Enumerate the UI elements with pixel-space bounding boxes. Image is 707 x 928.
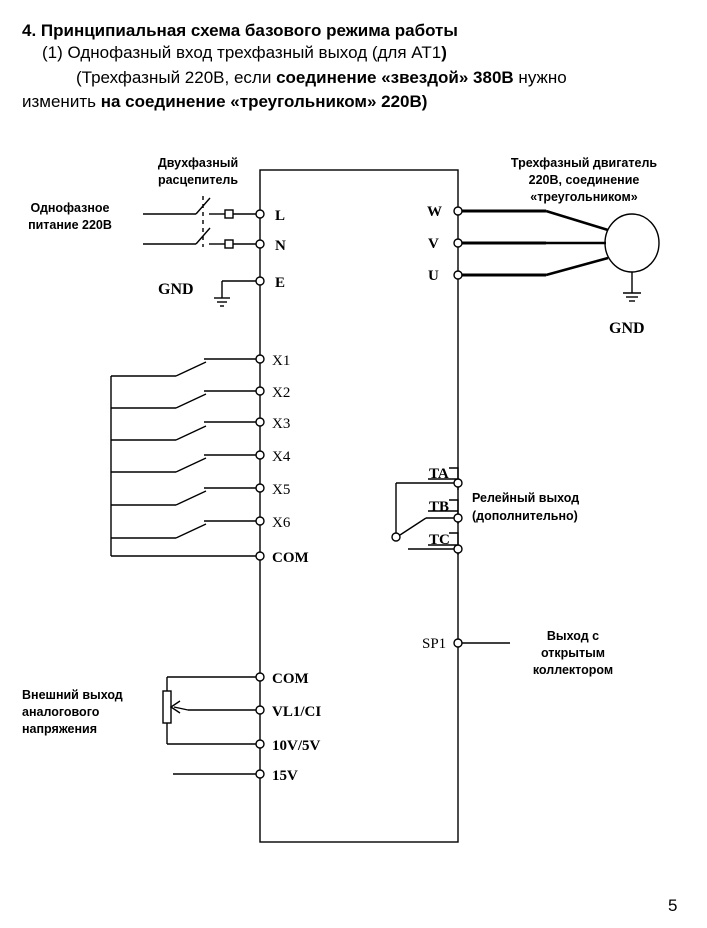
terminal-com-2 xyxy=(255,672,265,682)
terminal-vl1 xyxy=(255,705,265,715)
terminal-label-e: E xyxy=(275,275,285,291)
terminal-label-tb: TB xyxy=(429,499,449,515)
terminal-x5 xyxy=(255,483,265,493)
terminal-label-x3: X3 xyxy=(272,416,290,432)
oc-label-3: коллектором xyxy=(533,663,613,677)
terminal-label-com-1: COM xyxy=(272,550,309,566)
terminal-label-vl1: VL1/CI xyxy=(272,704,321,720)
motor-symbol xyxy=(604,213,660,273)
terminal-label-x2: X2 xyxy=(272,385,290,401)
subsection-paren: ) xyxy=(441,43,447,62)
terminal-tc xyxy=(453,544,463,554)
subsection-text: (1) Однофазный вход трехфазный выход (дл… xyxy=(42,43,442,62)
page-number: 5 xyxy=(668,896,678,915)
terminal-e xyxy=(255,276,265,286)
analog-potentiometer xyxy=(162,676,256,775)
terminal-label-ta: TA xyxy=(429,466,449,482)
terminal-label-l: L xyxy=(275,208,285,224)
terminal-label-sp1: SP1 xyxy=(422,636,446,652)
terminal-label-x6: X6 xyxy=(272,515,291,531)
analog-label-3: напряжения xyxy=(22,722,97,736)
terminal-n xyxy=(255,239,265,249)
terminal-sp1 xyxy=(453,638,463,648)
breaker-contact-l xyxy=(224,209,234,219)
oc-label-2: открытым xyxy=(541,646,605,660)
terminal-ta xyxy=(453,478,463,488)
terminal-tb xyxy=(453,513,463,523)
terminal-x1 xyxy=(255,354,265,364)
digital-input-switches xyxy=(110,358,256,557)
gnd-right-label: GND xyxy=(609,320,645,337)
note-line-2: изменить на соединение «треугольником» 2… xyxy=(22,91,427,113)
relay-label-1: Релейный выход xyxy=(472,491,579,505)
analog-label-2: аналогового xyxy=(22,705,100,719)
terminal-label-u: U xyxy=(428,268,439,284)
terminal-x4 xyxy=(255,450,265,460)
motor-label-1: Трехфазный двигатель xyxy=(511,156,657,170)
terminal-label-n: N xyxy=(275,238,286,254)
note-text-b: соединение «звездой» 380В xyxy=(276,68,514,87)
note-text-e: на соединение «треугольником» 220В) xyxy=(100,92,428,111)
note-text-d: изменить xyxy=(22,92,101,111)
terminal-label-w: W xyxy=(427,204,442,220)
supply-label-2: питание 220В xyxy=(28,218,112,232)
terminal-x2 xyxy=(255,386,265,396)
subsection-title: (1) Однофазный вход трехфазный выход (дл… xyxy=(42,42,447,64)
section-title: 4. Принципиальная схема базового режима … xyxy=(22,21,458,40)
note-line-1: (Трехфазный 220В, если соединение «звезд… xyxy=(76,67,567,89)
terminal-15v xyxy=(255,769,265,779)
supply-label-1: Однофазное xyxy=(31,201,110,215)
note-text-c: нужно xyxy=(513,68,567,87)
breaker-label-2: расцепитель xyxy=(158,173,238,187)
motor-label-3: «треугольником» xyxy=(530,190,637,204)
terminal-label-v: V xyxy=(428,236,439,252)
terminal-label-tc: TC xyxy=(429,532,450,548)
oc-label-1: Выход с xyxy=(547,629,599,643)
terminal-label-15v: 15V xyxy=(272,768,298,784)
terminal-10v xyxy=(255,739,265,749)
terminal-w xyxy=(453,206,463,216)
motor-wiring xyxy=(462,209,660,302)
note-text-a: (Трехфазный 220В, если xyxy=(76,68,277,87)
terminal-label-10v: 10V/5V xyxy=(272,738,321,754)
terminal-u xyxy=(453,270,463,280)
breaker-contact-n xyxy=(224,239,234,249)
terminal-x3 xyxy=(255,417,265,427)
terminal-v xyxy=(453,238,463,248)
terminal-label-x4: X4 xyxy=(272,449,291,465)
input-breaker xyxy=(143,196,256,249)
terminal-label-x1: X1 xyxy=(272,353,290,369)
terminal-label-x5: X5 xyxy=(272,482,290,498)
terminal-l xyxy=(255,209,265,219)
ground-left xyxy=(214,280,256,307)
gnd-left-label: GND xyxy=(158,281,194,298)
analog-label-1: Внешний выход xyxy=(22,688,123,702)
terminal-label-com-2: COM xyxy=(272,671,309,687)
terminal-com-1 xyxy=(255,551,265,561)
breaker-label-1: Двухфазный xyxy=(158,156,238,170)
motor-label-2: 220В, соединение xyxy=(529,173,640,187)
relay-contact-node xyxy=(391,532,401,542)
terminal-x6 xyxy=(255,516,265,526)
relay-label-2: (дополнительно) xyxy=(472,509,578,523)
